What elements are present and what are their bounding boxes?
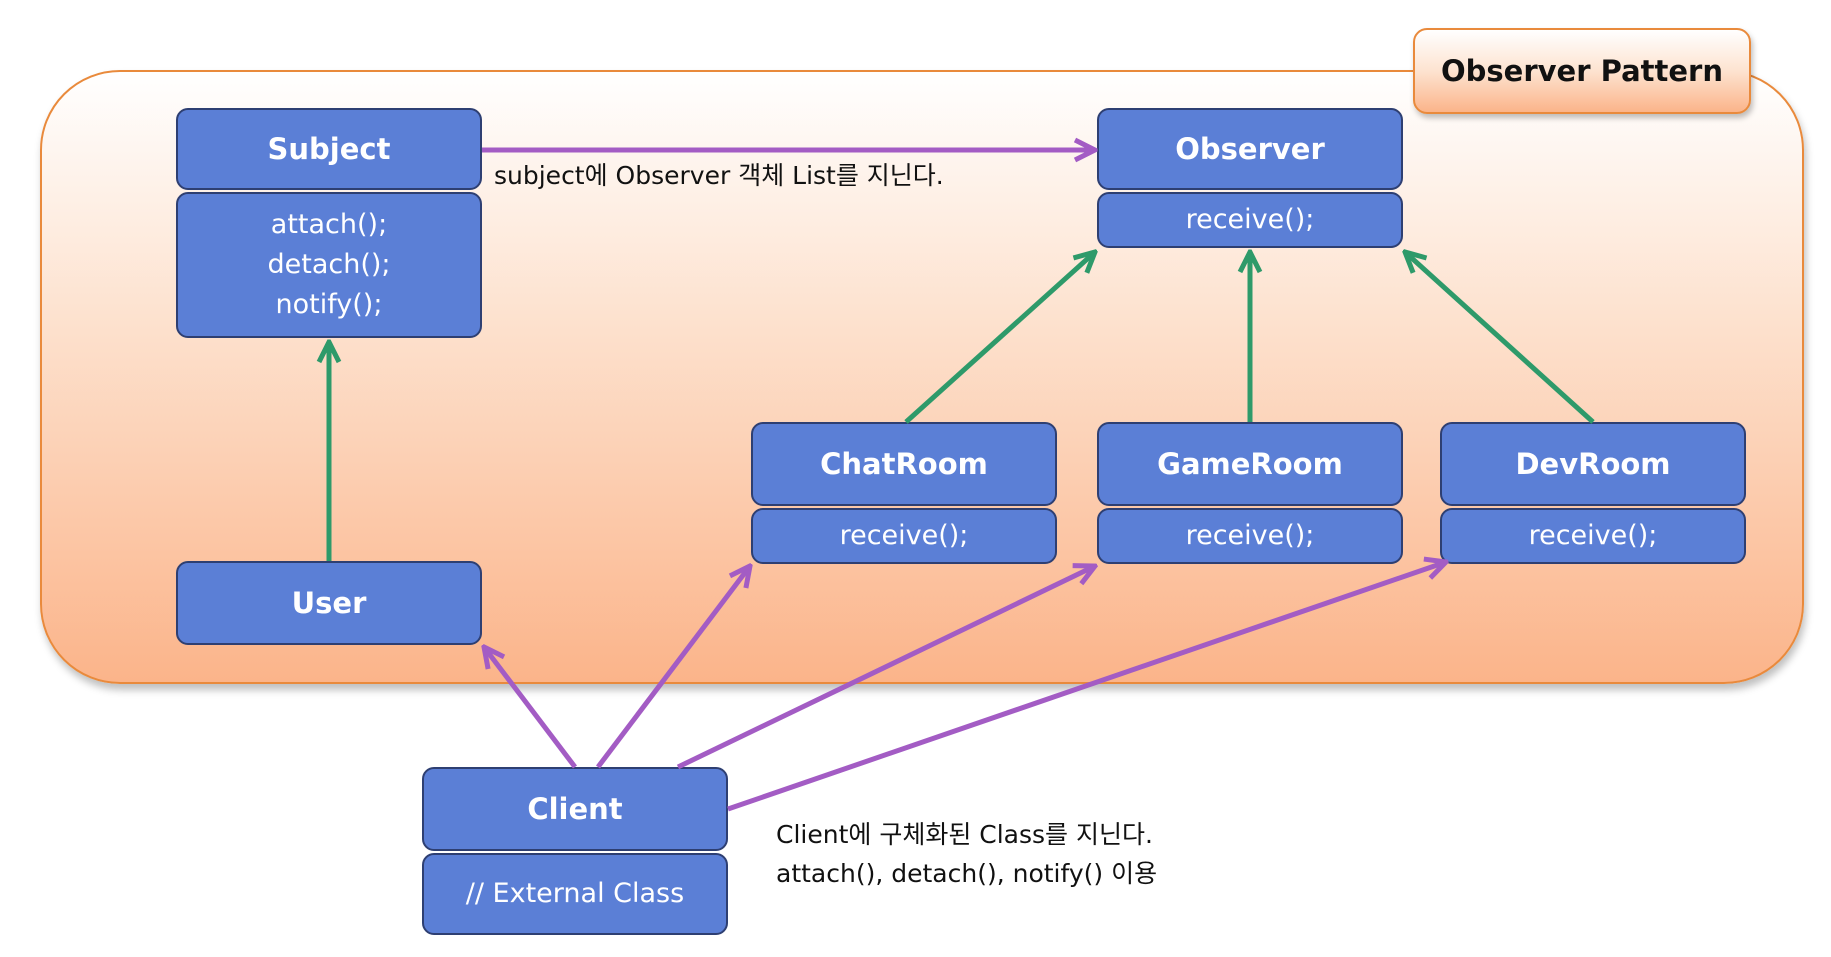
client-class-name: Client bbox=[422, 767, 728, 851]
chatroom-method-receive: receive(); bbox=[751, 508, 1057, 564]
subject-method-attach: attach(); bbox=[270, 209, 388, 240]
devroom-to-observer-arrow bbox=[1405, 252, 1595, 424]
chatroom-to-observer-arrow bbox=[904, 252, 1095, 424]
subject-class-name: Subject bbox=[176, 108, 482, 190]
subject-methods: attach(); detach(); notify(); bbox=[176, 192, 482, 338]
gameroom-class-name: GameRoom bbox=[1097, 422, 1403, 506]
devroom-method-receive: receive(); bbox=[1440, 508, 1746, 564]
subject-method-detach: detach(); bbox=[267, 249, 391, 280]
client-to-chatroom-arrow bbox=[596, 566, 750, 769]
devroom-class-name: DevRoom bbox=[1440, 422, 1746, 506]
client-note-line-2: attach(), detach(), notify() 이용 bbox=[776, 859, 1158, 888]
chatroom-class-name: ChatRoom bbox=[751, 422, 1057, 506]
client-to-user-arrow bbox=[484, 647, 577, 769]
client-note-line-1: Client에 구체화된 Class를 지닌다. bbox=[776, 820, 1153, 849]
client-to-gameroom-arrow bbox=[676, 566, 1095, 770]
client-external-class-note: // External Class bbox=[422, 853, 728, 935]
observer-class-name: Observer bbox=[1097, 108, 1403, 190]
user-class-name: User bbox=[176, 561, 482, 645]
gameroom-method-receive: receive(); bbox=[1097, 508, 1403, 564]
subject-observer-note: subject에 Observer 객체 List를 지닌다. bbox=[494, 161, 944, 190]
subject-method-notify: notify(); bbox=[275, 289, 383, 320]
pattern-title-label: Observer Pattern bbox=[1413, 28, 1751, 114]
client-to-devroom-arrow bbox=[727, 562, 1446, 812]
observer-method-receive: receive(); bbox=[1097, 192, 1403, 248]
